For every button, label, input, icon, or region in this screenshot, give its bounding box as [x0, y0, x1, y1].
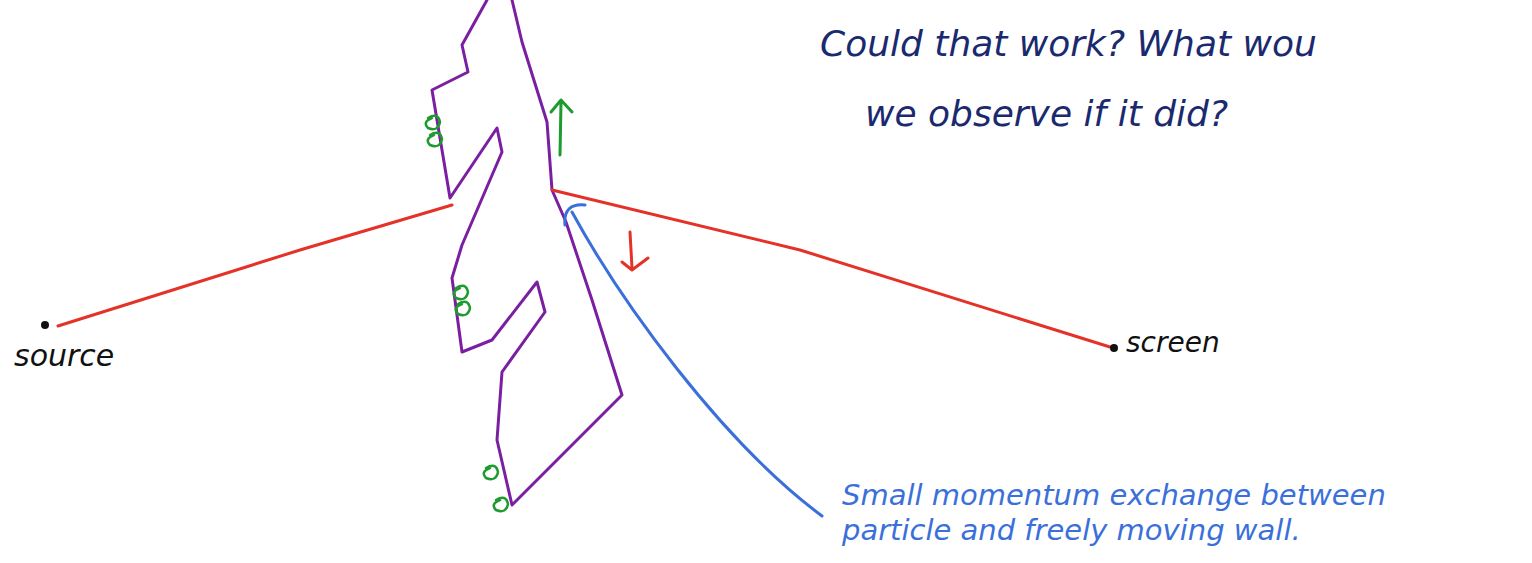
- source-label: source: [14, 338, 114, 374]
- moving-wall: [432, 0, 622, 505]
- momentum-arrow: [551, 100, 572, 155]
- note-text: we observe if it did?: [865, 92, 1228, 135]
- particle-path: [58, 205, 452, 326]
- source-dot: [41, 321, 49, 329]
- leader-line: [565, 205, 822, 516]
- spring-mark: [454, 286, 470, 315]
- spring-mark: [484, 466, 508, 511]
- particle-path: [552, 190, 1110, 347]
- momentum-arrow: [622, 232, 648, 270]
- screen-label: screen: [1126, 326, 1220, 360]
- screen-dot: [1110, 344, 1118, 352]
- note-text: Could that work? What wou: [820, 22, 1317, 65]
- spring-mark: [426, 116, 442, 146]
- annotation-text: Small momentum exchange between particle…: [842, 478, 1482, 548]
